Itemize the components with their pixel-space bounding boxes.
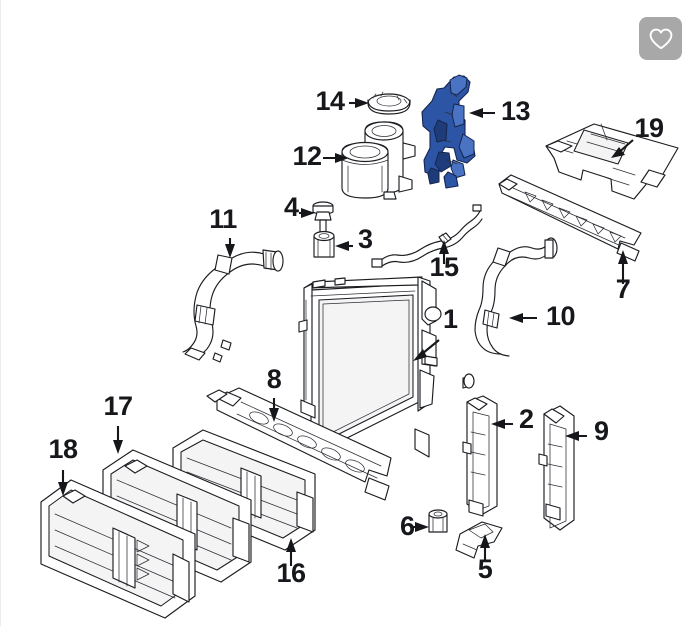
part-3-mount-grommet bbox=[313, 230, 335, 258]
part-9-air-guide-right bbox=[538, 405, 575, 531]
part-8-lower-air-deflector bbox=[206, 387, 392, 501]
callout-number-8: 8 bbox=[267, 364, 282, 394]
part-11-upper-radiator-hose bbox=[182, 249, 284, 363]
callout-number-12: 12 bbox=[292, 141, 321, 171]
part-15-overflow-hose bbox=[371, 204, 483, 268]
callout-number-2: 2 bbox=[519, 404, 534, 434]
callout-number-9: 9 bbox=[594, 416, 609, 446]
favorite-button[interactable] bbox=[639, 17, 682, 60]
part-5-lower-bracket bbox=[455, 521, 503, 559]
part-1-radiator bbox=[298, 276, 442, 463]
part-13-reservoir-bracket-highlighted bbox=[421, 74, 476, 189]
part-19-upper-crossmember-cover bbox=[545, 123, 679, 200]
part-2-air-guide-left bbox=[462, 395, 498, 517]
callout-number-6: 6 bbox=[400, 511, 415, 541]
callout-number-13: 13 bbox=[501, 96, 531, 126]
part-6-rubber-mount bbox=[428, 509, 448, 533]
heart-icon bbox=[648, 27, 674, 51]
part-16-lower-grille-shutter bbox=[172, 429, 316, 551]
part-4-retainer-pin bbox=[312, 201, 334, 233]
callout-number-18: 18 bbox=[48, 434, 78, 464]
callout-number-15: 15 bbox=[429, 252, 459, 282]
callout-number-5: 5 bbox=[478, 554, 493, 584]
callout-number-14: 14 bbox=[315, 86, 345, 116]
part-7-upper-air-duct-seal bbox=[498, 174, 642, 262]
part-14-reservoir-cap bbox=[367, 91, 411, 115]
callout-number-7: 7 bbox=[616, 274, 631, 304]
callout-number-17: 17 bbox=[103, 391, 132, 421]
callout-number-3: 3 bbox=[358, 224, 373, 254]
part-12-coolant-reservoir bbox=[341, 121, 416, 200]
callout-leaders bbox=[58, 98, 634, 566]
callout-number-group: 1 2 3 4 5 6 7 8 9 10 11 12 13 14 15 16 1… bbox=[48, 86, 664, 588]
part-10-lower-radiator-hose bbox=[462, 237, 558, 389]
callout-number-11: 11 bbox=[209, 204, 237, 234]
callout-number-16: 16 bbox=[276, 558, 306, 588]
part-18-outer-grille-shutter bbox=[40, 479, 196, 619]
callout-number-1: 1 bbox=[443, 304, 458, 334]
callout-number-4: 4 bbox=[284, 192, 299, 222]
callout-number-10: 10 bbox=[546, 301, 575, 331]
callout-number-19: 19 bbox=[634, 113, 664, 143]
